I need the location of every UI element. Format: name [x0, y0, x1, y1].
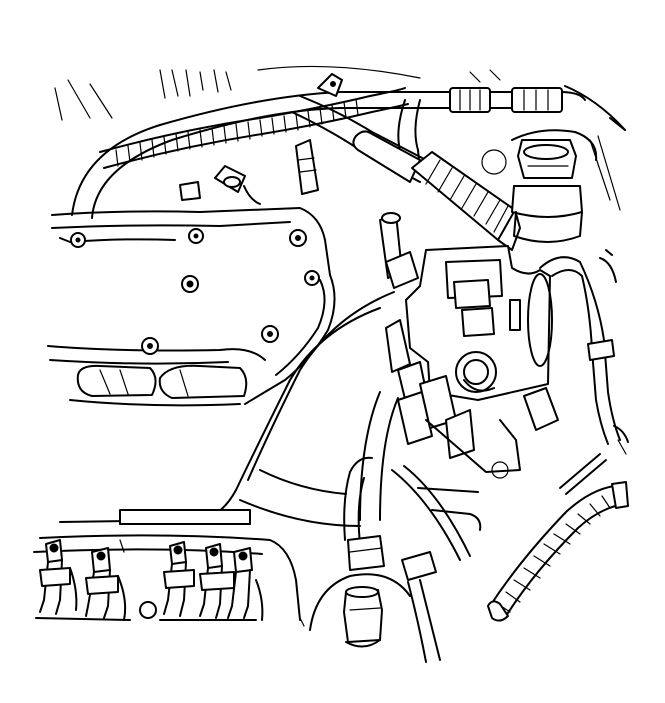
- wiring-harness-loom: [99, 73, 409, 169]
- reservoir-cap: [481, 129, 598, 243]
- oil-filler-cap: [309, 573, 411, 648]
- corrugated-hose-lower-right: [487, 481, 629, 622]
- injector-group-right: [159, 541, 264, 621]
- background-hatch-strokes: [54, 65, 626, 211]
- center-tubes: [343, 391, 471, 663]
- right-side-hoses: [539, 249, 629, 495]
- injector-group-left: [35, 539, 157, 621]
- vacuum-connector: [179, 139, 319, 205]
- intake-hose: [291, 95, 431, 183]
- valve-cover-bolts: [70, 228, 320, 355]
- intake-plenum-outline: [59, 291, 482, 531]
- air-intake-duct: [411, 151, 521, 251]
- throttle-body: [379, 212, 559, 479]
- fuel-injectors: [33, 534, 305, 627]
